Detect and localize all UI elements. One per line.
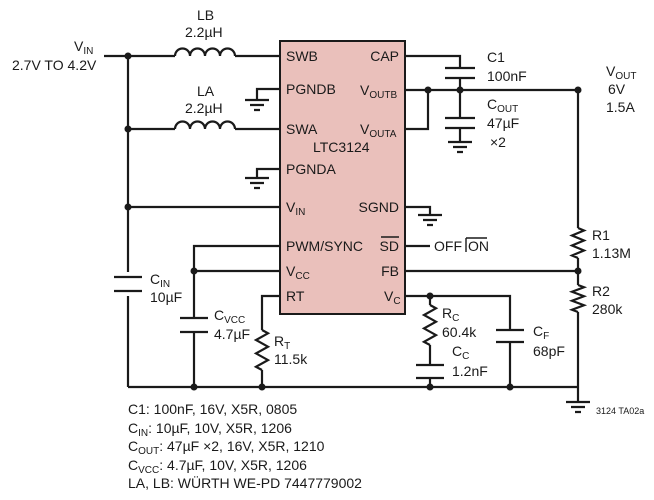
inductor-la-name: LA [197, 83, 215, 99]
r2-resistor-symbol [568, 283, 588, 314]
rt-resistor-symbol [253, 329, 271, 371]
pin-fb: FB [381, 263, 399, 279]
pin-cap: CAP [370, 48, 399, 64]
rt-value: 11.5k [274, 351, 308, 367]
ic-body [279, 40, 406, 315]
cout-multiplier: ×2 [490, 134, 506, 150]
note-cin: CIN: 10µF, 10V, X5R, 1206 [128, 420, 292, 439]
cvcc-capacitor-symbol [180, 316, 208, 334]
on-overbar [465, 237, 487, 252]
cc-value: 1.2nF [452, 363, 488, 379]
pin-pgnda: PGNDA [286, 161, 336, 177]
vin-range: 2.7V TO 4.2V [12, 57, 97, 73]
cin-value: 10µF [150, 289, 182, 305]
cout-capacitor-symbol [445, 116, 475, 130]
pin-sgnd: SGND [359, 199, 399, 215]
vout-label: VOUT [606, 63, 636, 82]
note-cvcc: CVCC: 4.7µF, 10V, X5R, 1206 [128, 457, 307, 476]
rc-name: RC [442, 305, 459, 324]
ground-icon [245, 98, 269, 112]
c1-capacitor-symbol [445, 66, 475, 80]
cvcc-name: CVCC [214, 307, 245, 326]
vin-label: VIN [74, 38, 93, 57]
cf-value: 68pF [533, 343, 565, 359]
r1-name: R1 [592, 227, 610, 243]
cc-name: CC [452, 343, 469, 362]
r2-name: R2 [592, 283, 610, 299]
r2-value: 280k [592, 301, 623, 317]
r1-value: 1.13M [592, 245, 631, 261]
pin-vin: VIN [286, 199, 305, 218]
cin-name: CIN [150, 271, 170, 290]
pin-voutb: VOUTB [360, 82, 397, 101]
cout-name: COUT [487, 96, 518, 115]
pin-swb: SWB [286, 48, 318, 64]
component-notes: C1: 100nF, 16V, X5R, 0805 CIN: 10µF, 10V… [128, 401, 362, 491]
pin-vc: VC [384, 288, 401, 307]
inductor-la-value: 2.2µH [185, 100, 223, 116]
c1-name: C1 [487, 49, 505, 65]
vout-voltage: 6V [608, 81, 626, 97]
note-cout: COUT: 47µF ×2, 16V, X5R, 1210 [128, 438, 325, 457]
cc-capacitor-symbol [416, 363, 444, 380]
cf-capacitor-symbol [496, 328, 524, 344]
pin-pwm-sync: PWM/SYNC [286, 238, 363, 254]
sd-on-label: ON [468, 238, 489, 254]
ground-icon [418, 213, 442, 227]
pin-swa: SWA [286, 121, 318, 137]
rc-value: 60.4k [442, 324, 477, 340]
figure-id: 3124 TA02a [596, 406, 644, 416]
cvcc-value: 4.7µF [214, 326, 250, 342]
wires [104, 54, 580, 402]
rt-name: RT [274, 333, 290, 352]
pin-sd: SD [380, 238, 399, 254]
inductor-lb-symbol [173, 47, 237, 57]
cin-capacitor-symbol [114, 275, 142, 293]
inductor-lb-value: 2.2µH [185, 24, 223, 40]
ground-icon [566, 400, 590, 414]
r1-resistor-symbol [569, 226, 587, 260]
pin-rt: RT [286, 288, 305, 304]
c1-value: 100nF [487, 68, 527, 84]
ic-name: LTC3124 [313, 139, 370, 155]
inductor-la-symbol [173, 120, 237, 130]
vout-current: 1.5A [606, 99, 635, 115]
ground-icon [245, 176, 269, 190]
note-inductors: LA, LB: WÜRTH WE-PD 7447779002 [128, 474, 362, 491]
pin-pgndb: PGNDB [286, 81, 336, 97]
pin-vouta: VOUTA [360, 121, 397, 140]
junction-dots [124, 52, 582, 391]
note-c1: C1: 100nF, 16V, X5R, 0805 [128, 401, 297, 417]
sd-off-label: OFF [434, 238, 462, 254]
cf-name: CF [533, 323, 549, 342]
cout-value: 47µF [487, 115, 519, 131]
pin-vcc: VCC [286, 263, 310, 282]
rc-resistor-symbol [421, 304, 439, 346]
inductor-lb-name: LB [197, 7, 214, 23]
ground-icon [448, 140, 472, 154]
